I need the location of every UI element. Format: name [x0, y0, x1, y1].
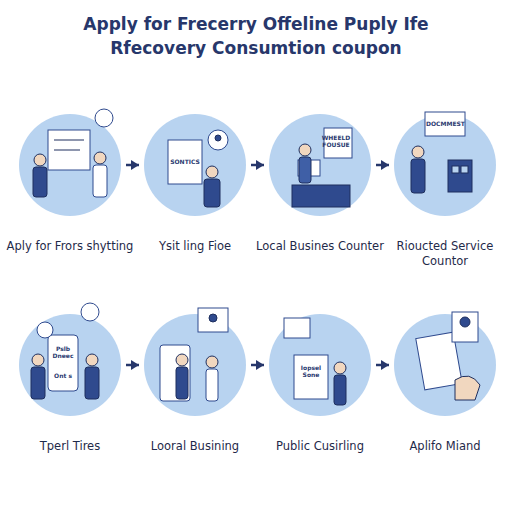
circle-fill: [269, 114, 371, 216]
arrow-head: [381, 160, 389, 170]
illustration-text: Ont s: [48, 372, 78, 379]
flow-arrow: [376, 360, 389, 370]
arrow-head: [131, 360, 139, 370]
step-circle: Looral Busining: [143, 313, 247, 417]
step-circle: Ysit ling Fioe: [143, 113, 247, 217]
circle-outline: [393, 113, 497, 217]
flow-arrow: [376, 160, 389, 170]
flow-arrow: [126, 160, 139, 170]
step-label: Ysit ling Fioe: [125, 239, 265, 254]
step-circle: Aply for Frors shytting: [18, 113, 122, 217]
illustration-text: Pslb Dneec: [48, 345, 78, 359]
arrow-shaft: [126, 164, 139, 167]
arrow-head: [256, 160, 264, 170]
arrow-head: [381, 360, 389, 370]
step-label: Public Cusirling: [250, 439, 390, 454]
step-circle: Rioucted Service Countor: [393, 113, 497, 217]
step-label: Local Busines Counter: [250, 239, 390, 254]
circle-outline: [268, 113, 372, 217]
circle-outline: [143, 113, 247, 217]
illustration-text: SONTICS: [168, 158, 202, 165]
illustration-text: Iopsel Sone: [294, 364, 328, 378]
step-circle: Local Busines Counter: [268, 113, 372, 217]
step-label: Aply for Frors shytting: [0, 239, 140, 254]
circle-outline: [18, 313, 122, 417]
flow-arrow: [251, 360, 264, 370]
step-label: Tperl Tires: [0, 439, 140, 454]
illustration-text: DOCMMEST: [426, 120, 464, 127]
step-label: Rioucted Service Countor: [375, 239, 512, 269]
flow-arrow: [251, 160, 264, 170]
step-label: Aplifo Miand: [375, 439, 512, 454]
arrow-shaft: [376, 364, 389, 367]
step-label: Looral Busining: [125, 439, 265, 454]
circle-fill: [19, 114, 121, 216]
circle-outline: [143, 313, 247, 417]
step-circle: Tperl Tires: [18, 313, 122, 417]
circle-fill: [19, 314, 121, 416]
diagram-title: Apply for Frecerry Offeline Puply Ife Rf…: [50, 12, 462, 60]
circle-fill: [144, 114, 246, 216]
circle-outline: [18, 113, 122, 217]
circle-outline: [393, 313, 497, 417]
arrow-shaft: [251, 164, 264, 167]
circle-fill: [394, 314, 496, 416]
circle-fill: [144, 314, 246, 416]
flow-arrow: [126, 360, 139, 370]
arrow-head: [131, 160, 139, 170]
circle-fill: [269, 314, 371, 416]
illustration-text: WHEELD FOUSUE: [318, 134, 354, 148]
step-circle: Aplifo Miand: [393, 313, 497, 417]
arrow-head: [256, 360, 264, 370]
arrow-shaft: [126, 364, 139, 367]
arrow-shaft: [251, 364, 264, 367]
circle-fill: [394, 114, 496, 216]
arrow-shaft: [376, 164, 389, 167]
